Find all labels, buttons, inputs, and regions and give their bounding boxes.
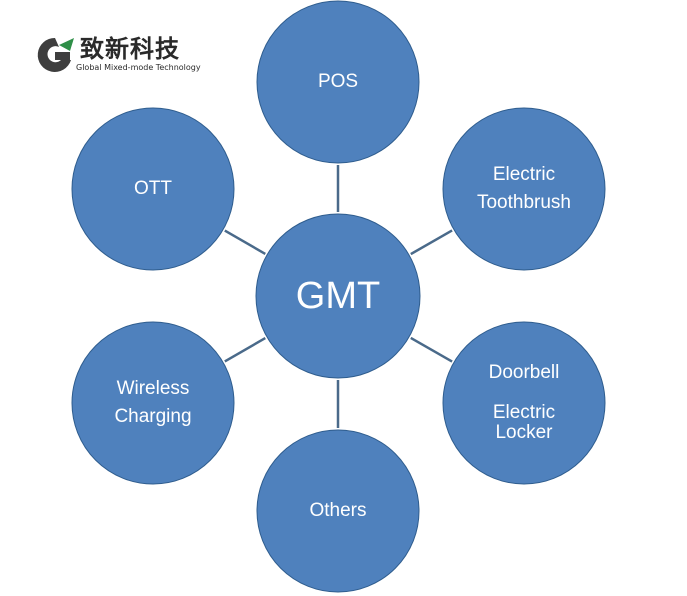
node-label-toothbrush: Electric <box>493 164 555 185</box>
center-label: GMT <box>296 275 380 317</box>
node-wireless <box>71 321 235 485</box>
node-pos <box>256 0 420 164</box>
node-label-pos: POS <box>318 71 358 92</box>
node-label-doorbell: Electric <box>493 402 555 423</box>
node-label-wireless: Charging <box>114 406 191 427</box>
node-label-wireless: Wireless <box>117 378 190 399</box>
node-label-toothbrush: Toothbrush <box>477 192 571 213</box>
center-node: GMT <box>255 213 421 379</box>
node-label-ott: OTT <box>134 178 172 199</box>
node-ott <box>71 107 235 271</box>
node-label-doorbell: Locker <box>495 422 553 443</box>
gmt-logo-icon <box>37 37 74 72</box>
logo: 致新科技 Global Mixed-mode Technology <box>34 35 224 75</box>
connectors <box>224 165 453 428</box>
node-toothbrush <box>442 107 606 271</box>
node-doorbell <box>442 321 606 485</box>
connector-doorbell <box>410 336 453 363</box>
logo-title: 致新科技 <box>80 35 180 63</box>
logo-subtitle: Global Mixed-mode Technology <box>76 63 201 72</box>
node-label-doorbell: Doorbell <box>489 362 560 383</box>
nodes: POSElectricToothbrushDoorbellElectricLoc… <box>71 0 606 593</box>
connector-ott <box>224 229 266 255</box>
center-circle <box>255 213 421 379</box>
node-others <box>256 429 420 593</box>
connector-wireless <box>224 337 266 363</box>
connector-toothbrush <box>410 229 453 256</box>
node-label-others: Others <box>309 500 366 521</box>
